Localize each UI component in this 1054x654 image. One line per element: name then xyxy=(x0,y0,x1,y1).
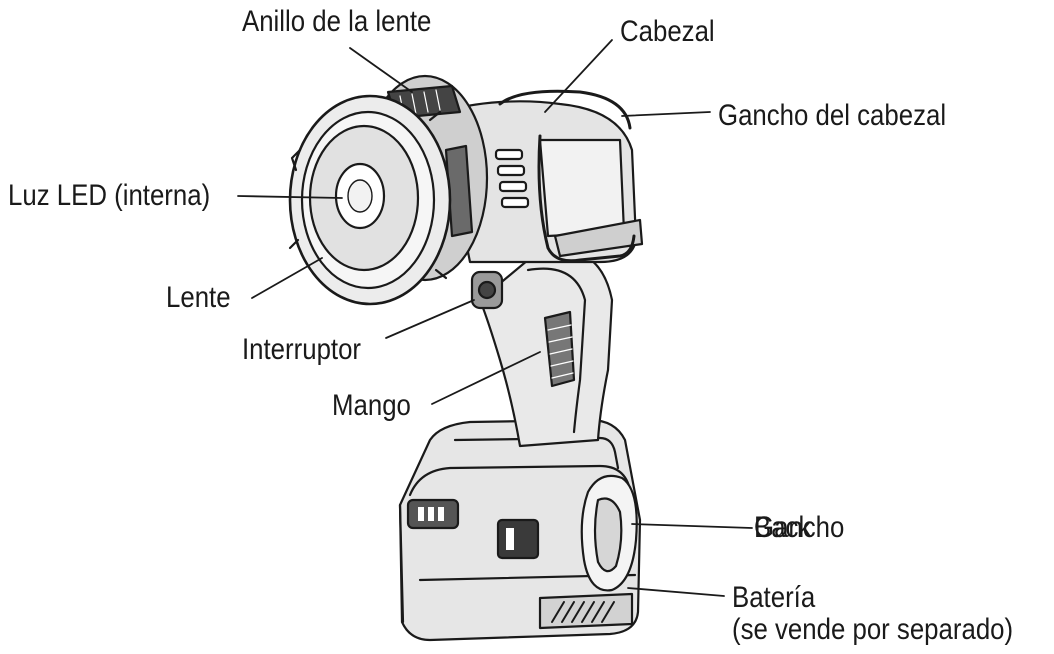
label-battery-note: (se vende por separado) xyxy=(732,613,1014,646)
label-head-hook: Gancho del cabezal xyxy=(718,99,947,132)
leader-head xyxy=(544,39,613,113)
leader-lens xyxy=(251,257,323,299)
led-light-icon xyxy=(334,162,386,230)
switch-button xyxy=(470,270,504,310)
label-hook: Gancho xyxy=(754,511,845,544)
leader-battery xyxy=(627,587,725,597)
label-handle: Mango xyxy=(332,389,411,422)
leader-led xyxy=(237,195,343,199)
leader-head-hook xyxy=(621,111,711,117)
grip-texture xyxy=(543,310,576,388)
head-hook-icon xyxy=(498,89,636,263)
label-lens-ring: Anillo de la lente xyxy=(242,5,432,38)
label-hook-overlap: Gancho Back xyxy=(754,512,874,546)
leader-hook xyxy=(631,523,753,529)
label-back: Back xyxy=(754,511,812,544)
leader-lens-ring xyxy=(349,47,413,93)
leader-lines xyxy=(237,39,753,597)
head-vents xyxy=(494,148,530,209)
battery-vents xyxy=(551,601,615,623)
label-head: Cabezal xyxy=(620,15,715,48)
leader-switch xyxy=(385,299,475,339)
head-body xyxy=(438,89,644,264)
battery-release-icon xyxy=(496,518,540,560)
leader-handle xyxy=(431,351,541,405)
label-led-light: Luz LED (interna) xyxy=(8,179,211,212)
label-battery: Batería xyxy=(732,581,816,614)
label-lens: Lente xyxy=(166,281,231,314)
label-switch: Interruptor xyxy=(242,333,362,366)
handle-body xyxy=(478,247,614,448)
battery-pack xyxy=(398,418,642,642)
